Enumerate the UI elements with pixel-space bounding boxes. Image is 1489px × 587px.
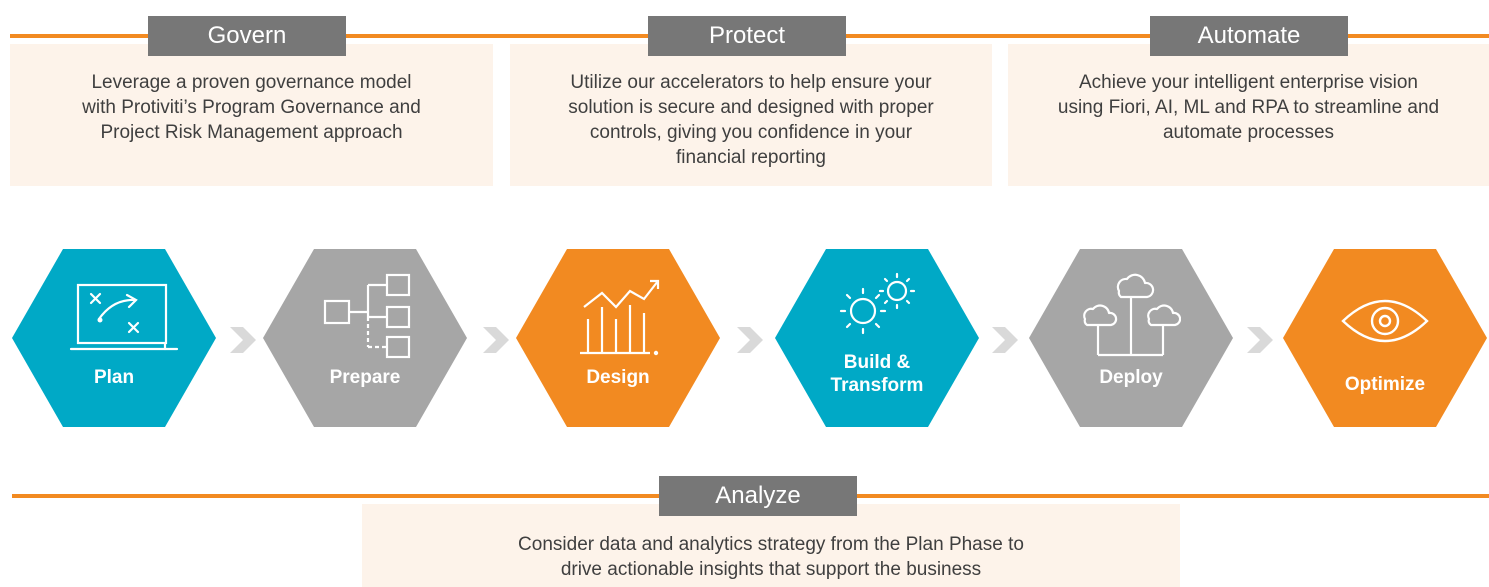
- analyze-box: Consider data and analytics strategy fro…: [362, 504, 1180, 587]
- hexagon-shape: [516, 249, 720, 427]
- protect-description: Utilize our accelerators to help ensure …: [568, 72, 934, 168]
- phase-prepare-label: Prepare: [329, 367, 401, 388]
- phase-prepare[interactable]: Prepare: [263, 249, 467, 427]
- phase-optimize-label: Optimize: [1344, 374, 1426, 395]
- chevron-right-icon: [992, 327, 1018, 353]
- phase-deploy-label: Deploy: [1099, 367, 1163, 388]
- chevron-right-icon: [230, 327, 256, 353]
- analyze-tab: Analyze: [659, 476, 857, 516]
- automate-description: Achieve your intelligent enterprise visi…: [1057, 72, 1440, 143]
- automate-box: Achieve your intelligent enterprise visi…: [1008, 44, 1489, 186]
- gears-icon: [839, 272, 916, 335]
- chevron-right-icon: [1247, 327, 1273, 353]
- bar-chart-growth-icon: [580, 279, 660, 356]
- phase-plan[interactable]: Plan: [12, 249, 216, 427]
- hexagon-shape: [1283, 249, 1487, 427]
- chevron-right-icon: [483, 327, 509, 353]
- protect-tab: Protect: [648, 16, 846, 56]
- chevron-right-icon: [737, 327, 763, 353]
- analyze-description: Consider data and analytics strategy fro…: [518, 534, 1024, 580]
- phase-build-transform-label: Build & Transform: [830, 352, 924, 396]
- automate-tab: Automate: [1150, 16, 1348, 56]
- whiteboard-strategy-icon: [69, 283, 179, 351]
- eye-icon: [1341, 299, 1429, 343]
- phase-design-label: Design: [586, 367, 650, 388]
- phase-build-transform[interactable]: Build & Transform: [775, 249, 979, 427]
- phase-deploy[interactable]: Deploy: [1029, 249, 1233, 427]
- hierarchy-chart-icon: [323, 273, 411, 359]
- protect-box: Utilize our accelerators to help ensure …: [510, 44, 992, 186]
- govern-box: Leverage a proven governance model with …: [10, 44, 493, 186]
- cloud-network-icon: [1083, 273, 1181, 357]
- hexagon-shape: [263, 249, 467, 427]
- phase-design[interactable]: Design: [516, 249, 720, 427]
- phase-plan-label: Plan: [93, 367, 135, 388]
- phase-optimize[interactable]: Optimize: [1283, 249, 1487, 427]
- govern-description: Leverage a proven governance model with …: [82, 72, 421, 143]
- govern-tab: Govern: [148, 16, 346, 56]
- hexagon-shape: [775, 249, 979, 427]
